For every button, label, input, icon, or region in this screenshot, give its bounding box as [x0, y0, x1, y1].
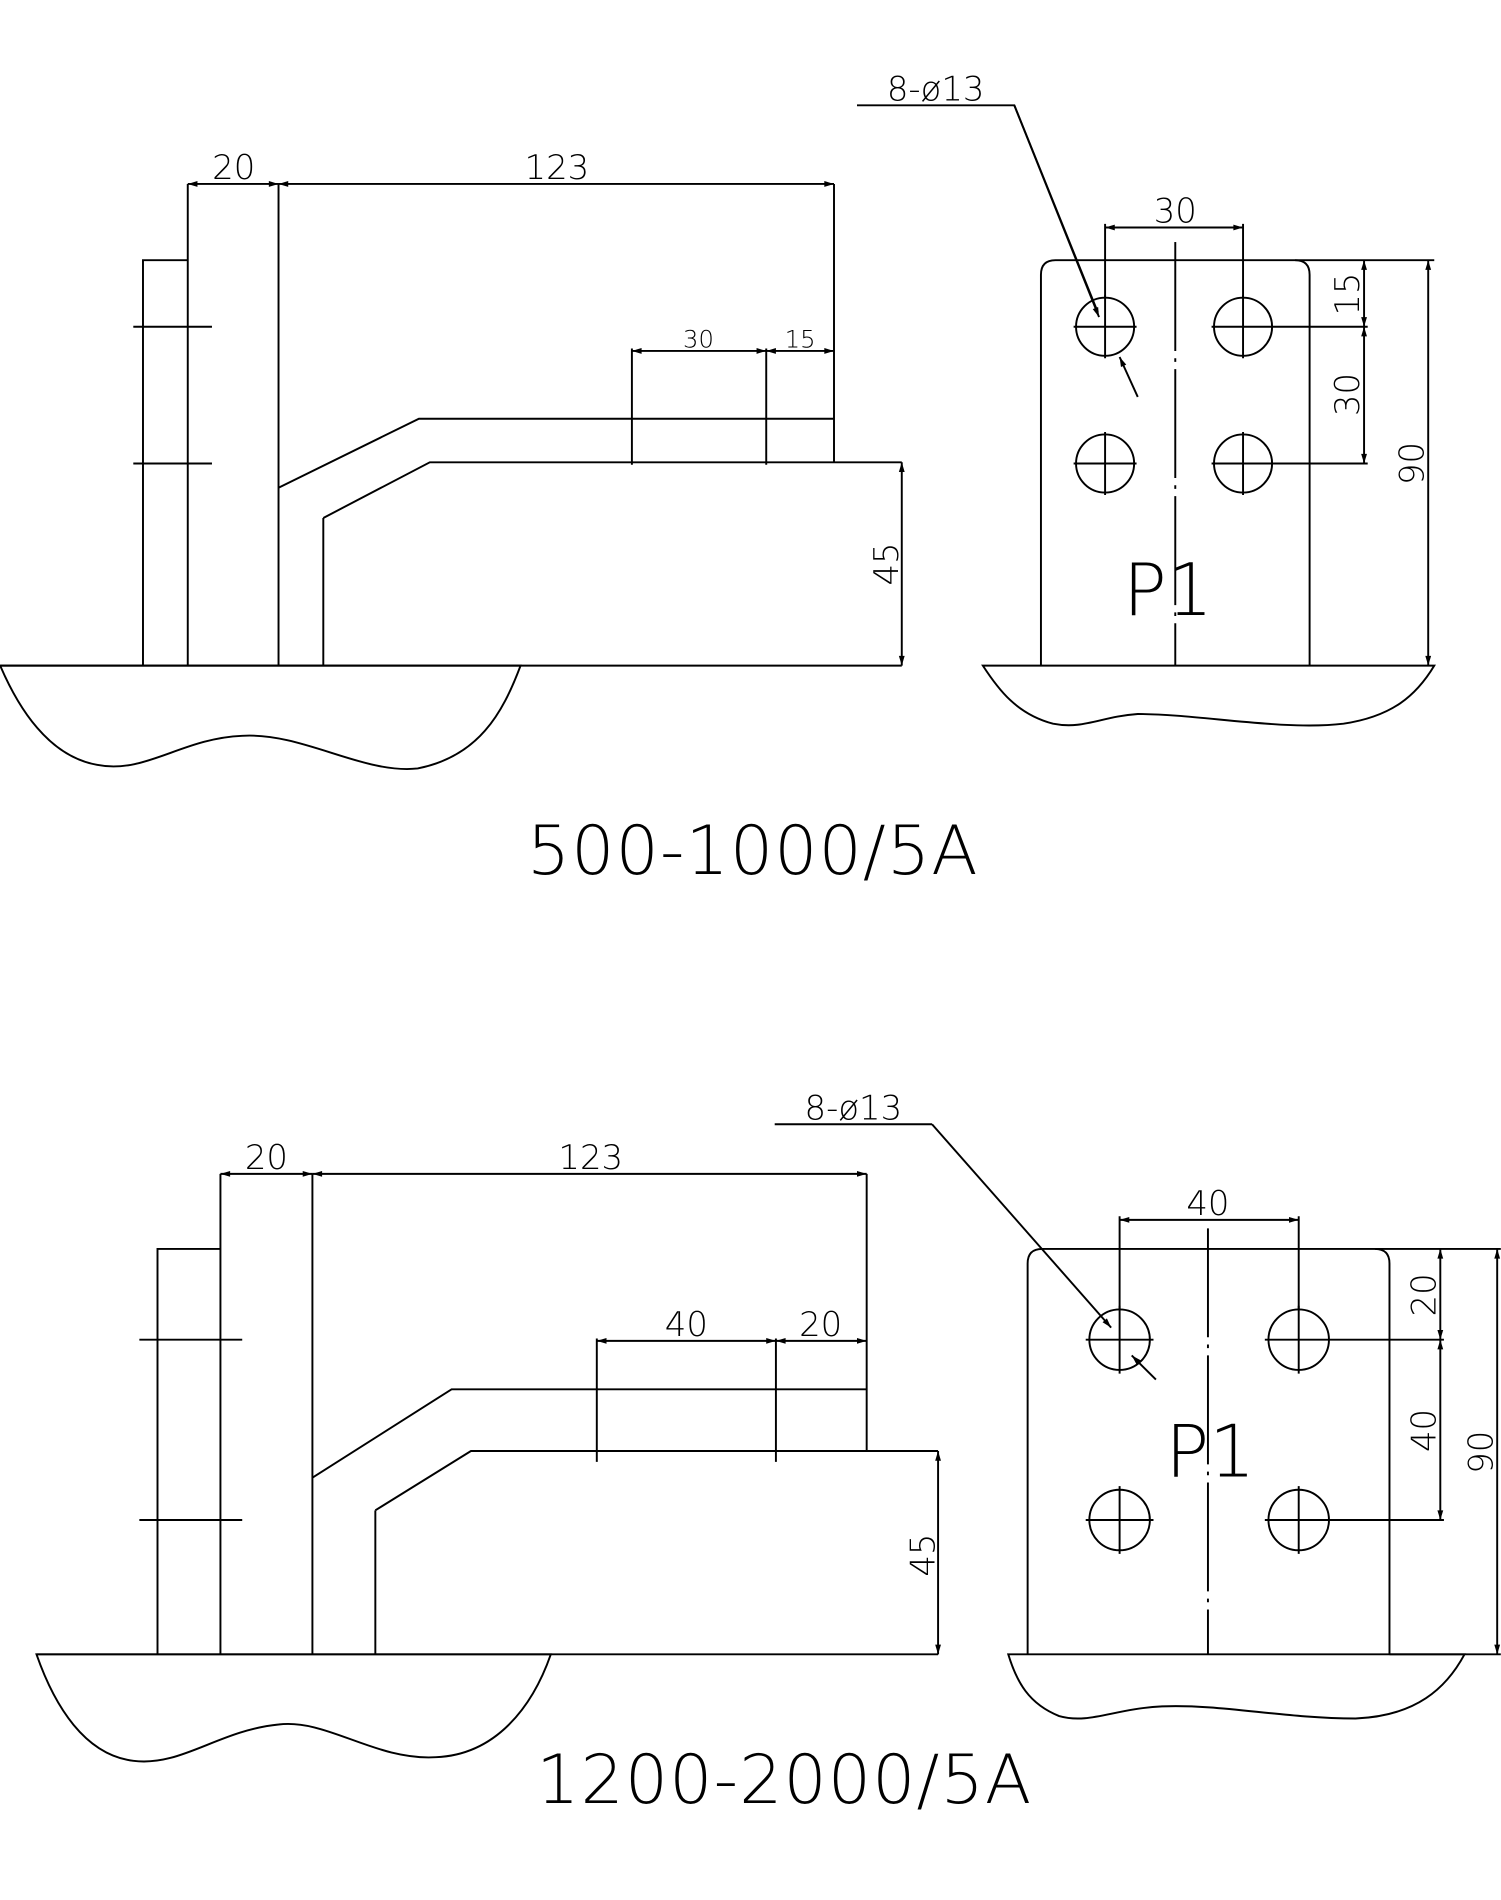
drawing-1200-2000: 20 123 40 20 45 8-ø13 [35, 1088, 1501, 1819]
ground-hatch [981, 664, 1436, 727]
front-view: 8-ø13 30 15 30 90 P1 [856, 69, 1436, 727]
mounting-plate [139, 1173, 377, 1655]
dim-total: 90 [1392, 442, 1431, 485]
side-view: 20 123 40 20 45 [35, 1138, 942, 1763]
terminal-label: P1 [1123, 549, 1213, 633]
hole-callout: 8-ø13 [887, 69, 985, 108]
ground-hatch [1006, 1653, 1467, 1720]
bolt-holes [1073, 295, 1368, 495]
dim-hole-edge: 15 [785, 325, 816, 353]
mounting-plate [133, 183, 325, 666]
dim-height: 45 [903, 1534, 942, 1577]
terminal-label: P1 [1165, 1410, 1255, 1494]
ground-hatch [0, 664, 522, 771]
dim-hole-spacing-v: 30 [1328, 373, 1367, 416]
dim-width: 20 [245, 1138, 288, 1177]
drawing-title: 500-1000/5A [527, 811, 979, 890]
dim-top-edge: 20 [1404, 1273, 1443, 1316]
dim-hole-spacing: 40 [665, 1305, 708, 1344]
dim-hole-spacing-h: 40 [1186, 1184, 1229, 1223]
dim-length: 123 [525, 148, 590, 187]
drawing-title: 1200-2000/5A [536, 1740, 1032, 1819]
ground-hatch [35, 1653, 553, 1763]
front-view: 8-ø13 40 20 40 90 P1 [774, 1088, 1501, 1720]
leader-line [856, 104, 1099, 313]
drawing-500-1000: 20 123 30 15 45 8-ø13 30 [0, 69, 1436, 890]
dim-width: 20 [212, 148, 255, 187]
hole-callout: 8-ø13 [805, 1088, 903, 1127]
busbar [36, 1173, 939, 1656]
side-view: 20 123 30 15 45 [0, 148, 906, 771]
busbar [0, 183, 902, 667]
dim-total: 90 [1461, 1431, 1500, 1474]
dim-height: 45 [867, 542, 906, 585]
dim-hole-spacing-h: 30 [1154, 192, 1197, 231]
dim-length: 123 [558, 1138, 623, 1177]
dim-hole-edge: 20 [799, 1305, 842, 1344]
dim-hole-spacing-v: 40 [1404, 1409, 1443, 1452]
dim-hole-spacing: 30 [683, 325, 714, 353]
dim-top-edge: 15 [1328, 273, 1367, 316]
bolt-holes [1085, 1305, 1444, 1554]
